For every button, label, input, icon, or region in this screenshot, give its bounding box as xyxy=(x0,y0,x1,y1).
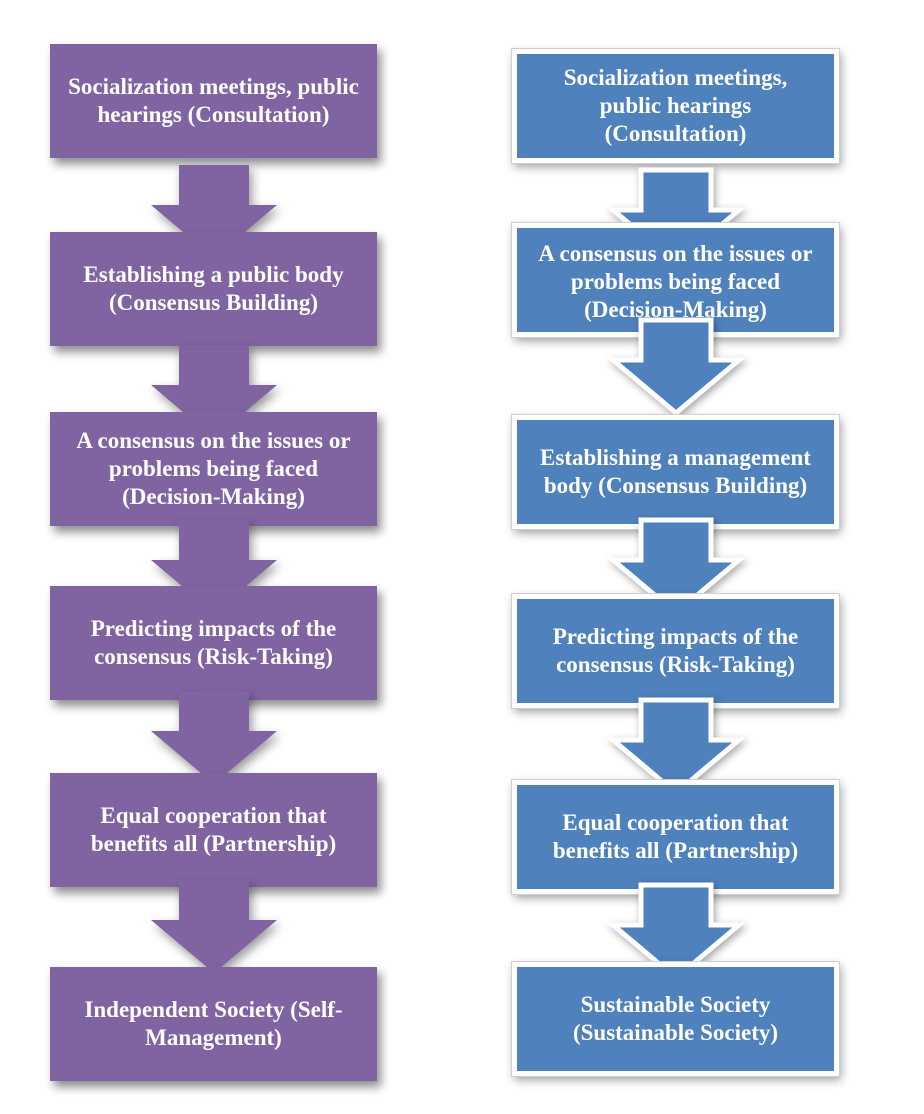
left-arrow-down-icon-2 xyxy=(151,345,277,438)
left-step-3-box: A consensus on the issues or problems be… xyxy=(50,412,377,526)
right-step-1-box: Socialization meetings, public hearings … xyxy=(511,48,840,164)
left-arrow-down-icon-4 xyxy=(151,691,277,784)
right-step-5-box: Equal cooperation that benefits all (Par… xyxy=(511,779,840,895)
left-arrow-down-icon-5 xyxy=(151,880,277,973)
left-step-2-box: Establishing a public body (Consensus Bu… xyxy=(50,232,377,346)
right-step-3-box: Establishing a management body (Consensu… xyxy=(511,414,840,530)
right-step-6-box: Sustainable Society (Sustainable Society… xyxy=(511,961,840,1077)
left-step-4-box: Predicting impacts of the consensus (Ris… xyxy=(50,586,377,700)
right-arrow-down-icon-3 xyxy=(606,517,746,617)
right-arrow-down-icon-5 xyxy=(606,882,746,982)
left-flow: Socialization meetings, public hearings … xyxy=(0,0,440,1114)
left-step-5-box: Equal cooperation that benefits all (Par… xyxy=(50,773,377,887)
left-arrow-down-icon-3 xyxy=(151,520,277,613)
right-step-2-box: A consensus on the issues or problems be… xyxy=(511,222,840,338)
right-arrow-down-icon-4 xyxy=(606,697,746,797)
left-step-6-box: Independent Society (Self-Management) xyxy=(50,967,377,1081)
right-step-4-box: Predicting impacts of the consensus (Ris… xyxy=(511,593,840,709)
right-arrow-down-icon-2 xyxy=(606,317,746,417)
left-arrow-down-icon-1 xyxy=(151,165,277,258)
left-step-1-box: Socialization meetings, public hearings … xyxy=(50,44,377,158)
right-flow: Socialization meetings, public hearings … xyxy=(462,0,902,1114)
